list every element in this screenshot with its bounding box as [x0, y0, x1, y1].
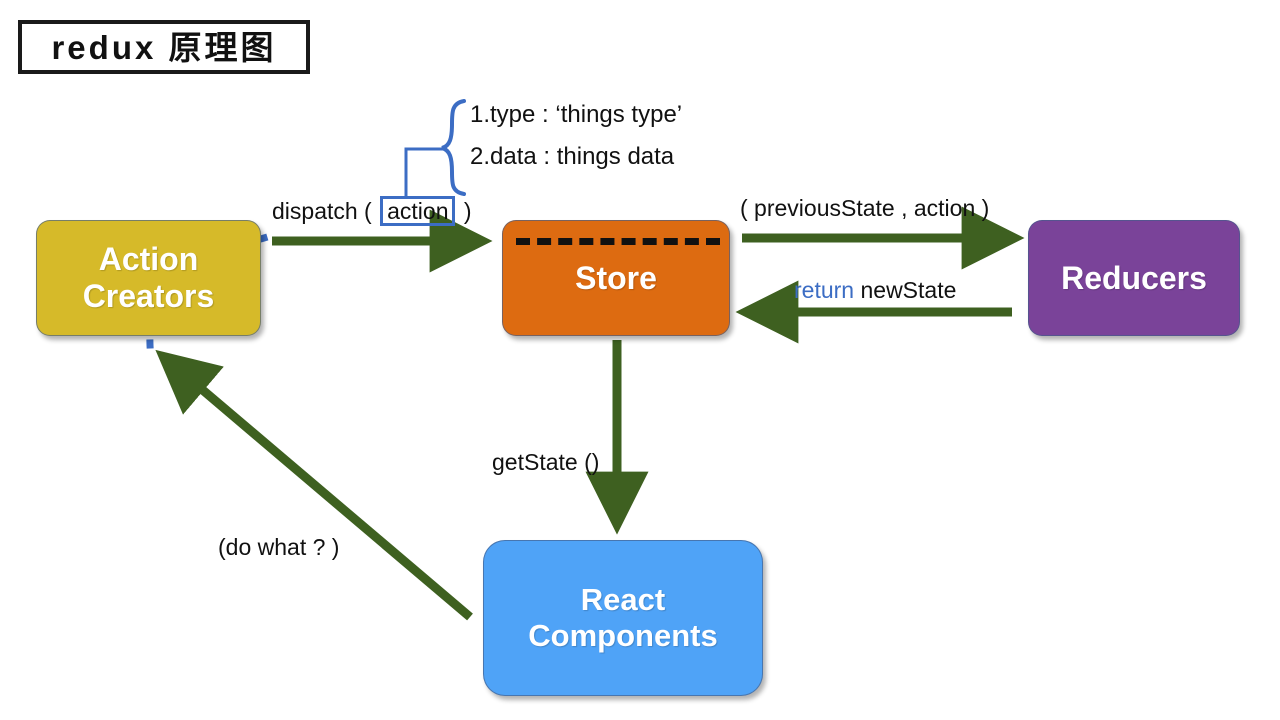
label-return-keyword: return [794, 277, 855, 303]
label-dispatch: dispatch ( action ) [272, 196, 472, 227]
label-dispatch-prefix: dispatch ( [272, 198, 379, 224]
store-dashed-divider [516, 238, 720, 245]
label-get-state: getState () [492, 449, 600, 475]
node-store-label: Store [575, 259, 657, 296]
node-react-components-line1: React [580, 582, 666, 618]
node-react-components-label: React Components [528, 582, 717, 653]
brace-line-data: 2.data : things data [470, 143, 675, 171]
action-chip: action [380, 196, 456, 227]
brace-annotation: 1.type : ‘things type’ 2.data : things d… [470, 101, 683, 187]
label-dispatch-suffix: ) [457, 198, 472, 224]
node-react-components[interactable]: React Components [483, 540, 763, 696]
label-previous-state: ( previousState , action ) [740, 195, 990, 221]
label-do-what: (do what ? ) [218, 534, 340, 560]
node-react-components-line2: Components [528, 618, 718, 653]
node-reducers-label: Reducers [1061, 259, 1207, 296]
action-brace-connector [404, 147, 447, 199]
node-action-creators[interactable]: Action Creators [36, 220, 261, 336]
node-reducers[interactable]: Reducers [1028, 220, 1240, 336]
page-title: redux 原理图 [51, 28, 277, 66]
diagram-title-box: redux 原理图 [18, 20, 310, 74]
arrow-do-what [155, 349, 473, 621]
node-action-creators-line1: Action [98, 241, 199, 278]
label-return-newstate: return newState [794, 276, 956, 305]
curly-brace [441, 99, 466, 196]
brace-line-type: 1.type : ‘things type’ [470, 101, 683, 128]
node-action-creators-label: Action Creators [83, 241, 215, 315]
label-return-value: newState [854, 277, 957, 303]
node-action-creators-line2: Creators [82, 278, 215, 314]
